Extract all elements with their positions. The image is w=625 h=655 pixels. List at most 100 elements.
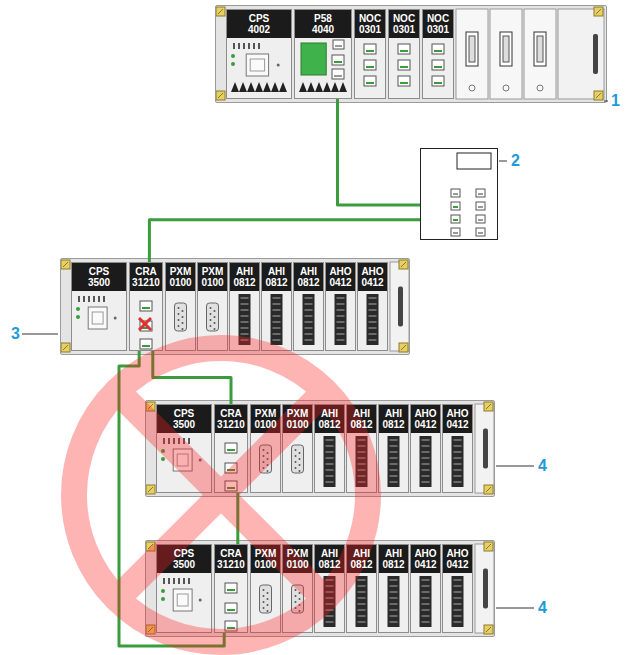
mounting-screw	[399, 260, 408, 269]
power-indicator	[231, 62, 235, 66]
status-led	[233, 43, 235, 49]
module-header: NOC 0301	[423, 10, 453, 38]
terminal-contact	[273, 333, 281, 335]
connector-pin	[263, 601, 265, 603]
connector-socket	[177, 594, 188, 606]
connector-pin	[295, 461, 297, 463]
port-latch	[453, 193, 458, 195]
connector-pin	[267, 604, 269, 606]
terminal-contact	[273, 309, 281, 311]
rj45-port	[332, 69, 344, 79]
power-indicator	[161, 457, 165, 461]
terminal-contact	[305, 321, 313, 323]
terminal-contact	[454, 615, 462, 617]
rj45-port	[140, 339, 152, 349]
terminal-contact	[305, 339, 313, 341]
module-label: AHI 0812	[295, 266, 322, 288]
cpu-display	[301, 43, 326, 75]
module-label: AHI 0812	[316, 408, 343, 430]
terminal-contact	[241, 309, 249, 311]
terminal-contact	[305, 315, 313, 317]
status-led	[88, 296, 90, 302]
power-indicator	[161, 597, 165, 601]
rj45-port	[398, 60, 410, 70]
screw-slot	[63, 345, 68, 350]
io-module: AHI 0812	[378, 544, 409, 633]
slot-connector	[500, 32, 512, 66]
module-header: AHI 0812	[230, 263, 259, 291]
terminal-contact	[422, 597, 430, 599]
module-label: AHI 0812	[348, 548, 375, 570]
connector-pin	[267, 470, 269, 472]
callout-holder: 4	[538, 457, 547, 475]
module-header: AHI 0812	[262, 263, 291, 291]
terminal-contact	[337, 303, 345, 305]
rj45-port	[432, 44, 444, 54]
status-led	[93, 296, 95, 302]
terminal-contact	[422, 585, 430, 587]
slot-contacts	[469, 36, 475, 62]
callout-number: 4	[538, 599, 547, 617]
module-header: AHO 0412	[443, 405, 472, 433]
connector-pin	[178, 313, 180, 315]
callout-holder: 4	[538, 599, 547, 617]
connector-socket	[92, 312, 103, 324]
port-latch	[400, 82, 408, 84]
terminal-contact	[454, 597, 462, 599]
leader-line	[604, 101, 608, 102]
terminal-block	[303, 294, 315, 345]
port-latch	[453, 219, 458, 221]
status-led	[188, 578, 190, 584]
terminal-contact	[422, 469, 430, 471]
port-cross	[139, 318, 151, 330]
connector-pin	[178, 319, 180, 321]
slot-screw	[503, 85, 509, 91]
terminal-contact	[358, 615, 366, 617]
callout-holder: 2	[511, 152, 520, 170]
terminal-contact	[305, 303, 313, 305]
screw-slot	[486, 627, 491, 632]
mounting-screw	[216, 7, 225, 16]
terminal-contact	[422, 621, 430, 623]
connector-pin	[214, 310, 216, 312]
terminal-contact	[422, 451, 430, 453]
leader-line	[22, 334, 58, 335]
connector-pin	[210, 319, 212, 321]
terminal-contact	[241, 315, 249, 317]
terminal-block	[388, 576, 400, 627]
connector-pin	[214, 328, 216, 330]
module-header: PXM 0100	[251, 405, 280, 433]
mounting-screw	[146, 485, 155, 494]
module-label: PXM 0100	[252, 408, 279, 430]
screw-slot	[486, 544, 491, 549]
terminal-block	[420, 576, 432, 627]
end-plate	[390, 262, 409, 351]
screw-slot	[596, 9, 601, 14]
status-led	[188, 438, 190, 444]
connector-pin	[178, 307, 180, 309]
module-label: CRA 31210	[131, 266, 161, 288]
rj45-port	[398, 44, 410, 54]
port-latch	[478, 206, 483, 208]
connector-pin	[267, 592, 269, 594]
port-latch	[142, 345, 150, 347]
rj45-port	[476, 189, 485, 197]
terminal-contact	[454, 585, 462, 587]
terminal-contact	[390, 445, 398, 447]
port-latch	[400, 66, 408, 68]
rj45-port	[332, 55, 344, 65]
module-header: PXM 0100	[283, 405, 312, 433]
leader-line	[496, 466, 534, 467]
terminal-contact	[454, 475, 462, 477]
port-latch	[334, 61, 342, 63]
terminal-contact	[305, 327, 313, 329]
io-module: AHI 0812	[293, 262, 324, 351]
ethernet-switch: 2	[420, 148, 498, 240]
rj45-port	[432, 60, 444, 70]
terminal-contact	[337, 339, 345, 341]
terminal-contact	[390, 609, 398, 611]
terminal-contact	[454, 579, 462, 581]
module-label: CRA 31210	[216, 408, 246, 430]
status-led	[78, 296, 80, 302]
